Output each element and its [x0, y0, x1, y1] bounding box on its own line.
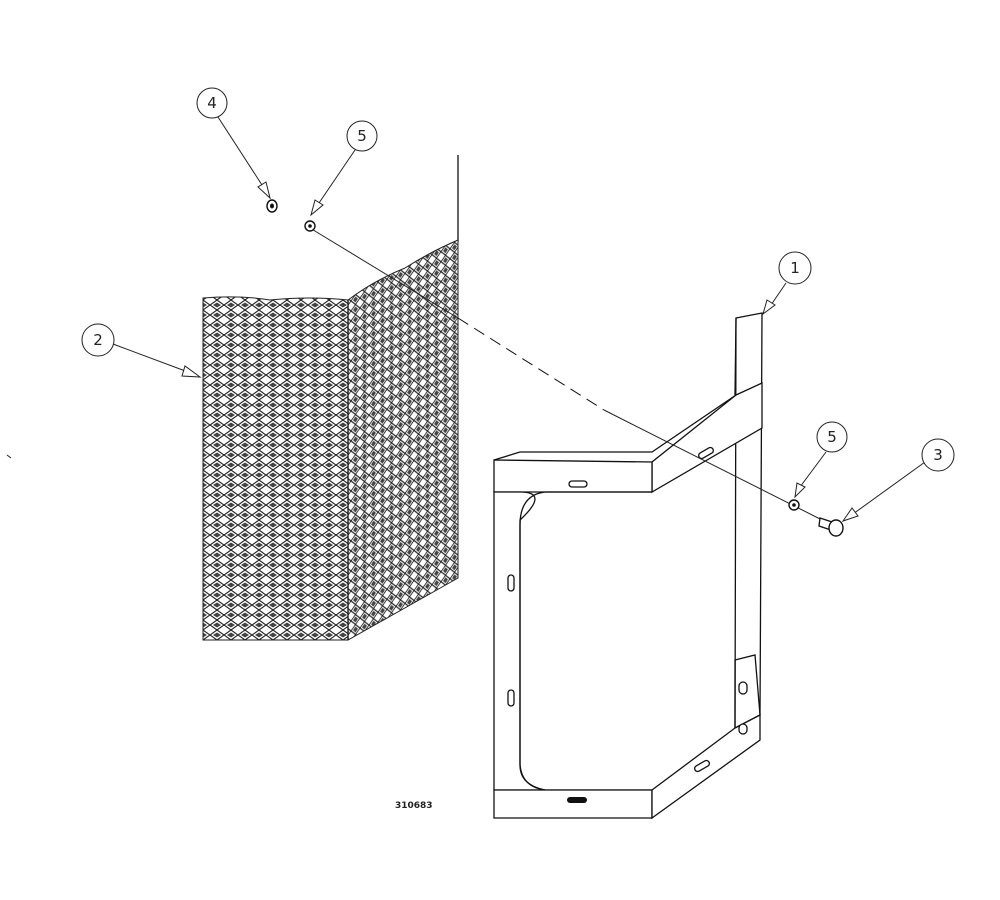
bracket-inner-opening — [519, 491, 652, 791]
washer-lower-hole — [792, 503, 796, 507]
callout-4: 4 — [196, 87, 271, 200]
callout-1: 1 — [762, 251, 812, 316]
bolt — [818, 517, 844, 537]
bracket — [493, 312, 763, 820]
drawing-number: 310683 — [395, 801, 433, 811]
slot-left-upper — [507, 574, 515, 592]
callout-3: 3 — [841, 438, 955, 522]
centerline-solid-upper — [309, 227, 459, 319]
bolt-head — [828, 519, 844, 537]
washer-upper — [304, 220, 316, 232]
bracket-top-ridge — [493, 394, 737, 461]
callout-5a-circle — [346, 120, 378, 152]
callout-3-leader — [852, 461, 926, 515]
slot-flange-top — [698, 446, 714, 460]
stray-mark — [6, 454, 12, 459]
washer-lower — [788, 499, 800, 511]
callout-4-label: 4 — [207, 94, 217, 112]
callout-2-circle — [81, 323, 115, 357]
callout-5a-arrowhead — [310, 199, 324, 217]
callout-4-arrowhead — [257, 181, 271, 200]
bracket-plate-edge — [734, 317, 737, 396]
callout-1-circle — [778, 251, 812, 285]
callout-4-circle — [196, 87, 228, 119]
callout-4-leader — [217, 116, 263, 186]
callout-5a-label: 5 — [357, 127, 367, 145]
callout-5b-circle — [816, 421, 848, 453]
screen-front-face — [202, 296, 349, 641]
callout-5b-label: 5 — [827, 428, 837, 446]
bracket-back-plate — [734, 312, 763, 730]
callout-5a-leader — [318, 149, 356, 204]
slot-bottom — [567, 797, 587, 803]
callout-3-circle — [921, 438, 955, 472]
bracket-bottom-bar — [493, 789, 653, 819]
slot-left-lower — [507, 689, 515, 707]
bracket-top-flange — [651, 381, 763, 494]
callout-1-leader — [770, 282, 787, 306]
bracket-gusset — [734, 654, 761, 728]
hole-gusset-upper — [738, 681, 748, 695]
callout-2-arrowhead — [181, 365, 202, 378]
callout-2-label: 2 — [93, 331, 103, 349]
callout-5b-arrowhead — [794, 482, 806, 499]
callout-5b-leader — [799, 451, 827, 488]
callout-1-label: 1 — [790, 259, 800, 277]
expanded-metal-screen — [202, 155, 459, 641]
slot-top — [568, 480, 588, 488]
callout-3-label: 3 — [933, 446, 943, 464]
screen-side-face — [347, 239, 459, 641]
callout-5a: 5 — [310, 120, 378, 217]
callout-5b: 5 — [794, 421, 848, 499]
centerline-hidden — [457, 317, 605, 411]
slot-flange-bottom — [694, 759, 710, 773]
nut — [266, 199, 278, 213]
callout-3-arrowhead — [841, 507, 859, 522]
nut-hole — [270, 203, 274, 209]
callout-2: 2 — [81, 323, 202, 378]
callout-2-leader — [112, 343, 189, 373]
washer-upper-hole — [308, 224, 312, 228]
hole-gusset-lower — [738, 723, 748, 735]
callout-1-arrowhead — [762, 299, 776, 316]
